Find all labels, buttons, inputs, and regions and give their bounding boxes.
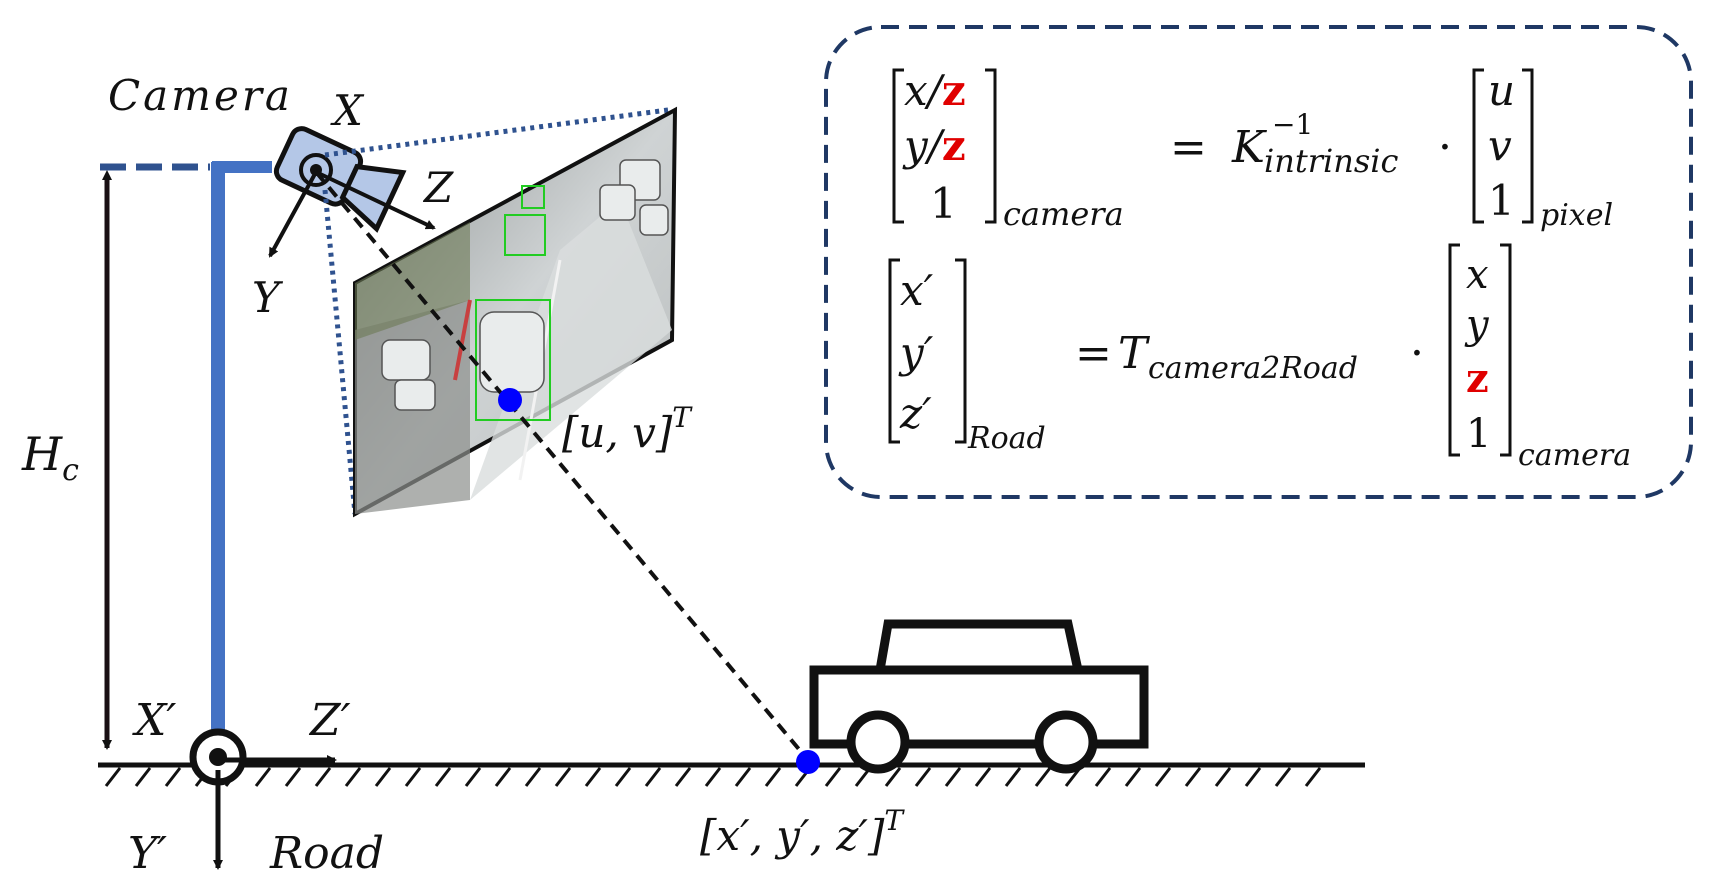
ground-hatch [494,767,512,787]
ground-hatch [404,767,422,787]
svg-text:camera: camera [1003,195,1124,233]
equation-intrinsic: x/z y/z 1 camera = K −1 intrinsic · u v … [892,66,1613,233]
svg-text:pixel: pixel [1540,198,1613,233]
road-ground [98,762,1365,787]
pixel-point [498,388,522,412]
road-coordinate-axes [189,728,337,870]
ground-hatch [254,767,272,787]
svg-text:x′: x′ [900,266,934,315]
ground-hatch [974,767,992,787]
ground-hatch [1304,767,1322,787]
projection-ray [314,170,810,762]
svg-text:y′: y′ [898,328,934,377]
road-label: Road [269,828,384,879]
ground-hatch [164,767,182,787]
axis-label-z: Z [422,163,454,212]
svg-text:T: T [1118,328,1151,379]
ground-hatch [944,767,962,787]
axis-label-y: Y [252,273,284,322]
svg-text:x/z: x/z [904,66,966,115]
axis-label-x: X [330,86,365,135]
svg-text:y/z: y/z [902,121,966,170]
svg-text:1: 1 [1488,176,1515,225]
svg-text:·: · [1410,328,1424,379]
car-icon [809,619,1149,774]
ground-hatch [134,767,152,787]
image-plane [353,106,678,518]
svg-text:=: = [1170,122,1207,173]
svg-text:y: y [1464,302,1490,348]
svg-text:camera: camera [1518,438,1631,473]
svg-text:=: = [1075,328,1112,379]
ground-hatch [614,767,632,787]
pixel-point-label: [u, v]T [562,401,693,457]
axis-label-y-prime: Y′ [128,828,167,879]
height-label: Hc [21,427,79,488]
axis-label-z-prime: Z′ [308,695,351,746]
camera-label: Camera [108,71,293,120]
svg-text:−1: −1 [1272,108,1313,141]
ground-hatch [1274,767,1292,787]
svg-text:K: K [1231,122,1267,173]
svg-text:u: u [1488,66,1515,115]
ground-hatch [1214,767,1232,787]
ground-hatch [524,767,542,787]
ground-hatch [764,767,782,787]
ground-hatch [374,767,392,787]
ground-hatch [314,767,332,787]
svg-text:·: · [1438,122,1452,173]
ground-hatch [674,767,692,787]
ground-hatch [704,767,722,787]
road-point-label: [x′, y′, z′]T [700,804,905,860]
ground-hatch [344,767,362,787]
ground-hatch [884,767,902,787]
ground-hatch [1244,767,1262,787]
ground-hatch [1154,767,1172,787]
road-point [796,750,820,774]
ground-hatch [1184,767,1202,787]
view-frustum [322,107,669,515]
camera-coordinate-axes [268,170,436,258]
ground-hatch [434,767,452,787]
ground-hatch [584,767,602,787]
ground-hatch [284,767,302,787]
svg-text:intrinsic: intrinsic [1264,142,1399,180]
camera-icon [273,126,407,233]
axis-label-x-prime: X′ [132,695,176,746]
ground-hatch [104,767,122,787]
ground-hatch [554,767,572,787]
svg-text:Road: Road [967,421,1046,456]
ground-hatch [824,767,842,787]
equation-extrinsic: x′ y′ z′ Road = T camera2Road · x y z 1 … [888,243,1631,473]
svg-text:z: z [1466,355,1489,402]
ground-hatch [1004,767,1022,787]
ground-hatch [914,767,932,787]
ground-hatch [1124,767,1142,787]
svg-text:camera2Road: camera2Road [1148,351,1358,386]
svg-text:1: 1 [930,179,957,228]
ground-hatch [644,767,662,787]
ground-hatch [464,767,482,787]
svg-text:1: 1 [1466,411,1491,457]
svg-text:v: v [1488,121,1512,170]
svg-text:z′: z′ [899,389,932,438]
ground-hatch [1034,767,1052,787]
ground-hatch [1094,767,1112,787]
svg-text:x: x [1466,252,1489,298]
ground-hatch [734,767,752,787]
camera-pole [100,161,272,756]
